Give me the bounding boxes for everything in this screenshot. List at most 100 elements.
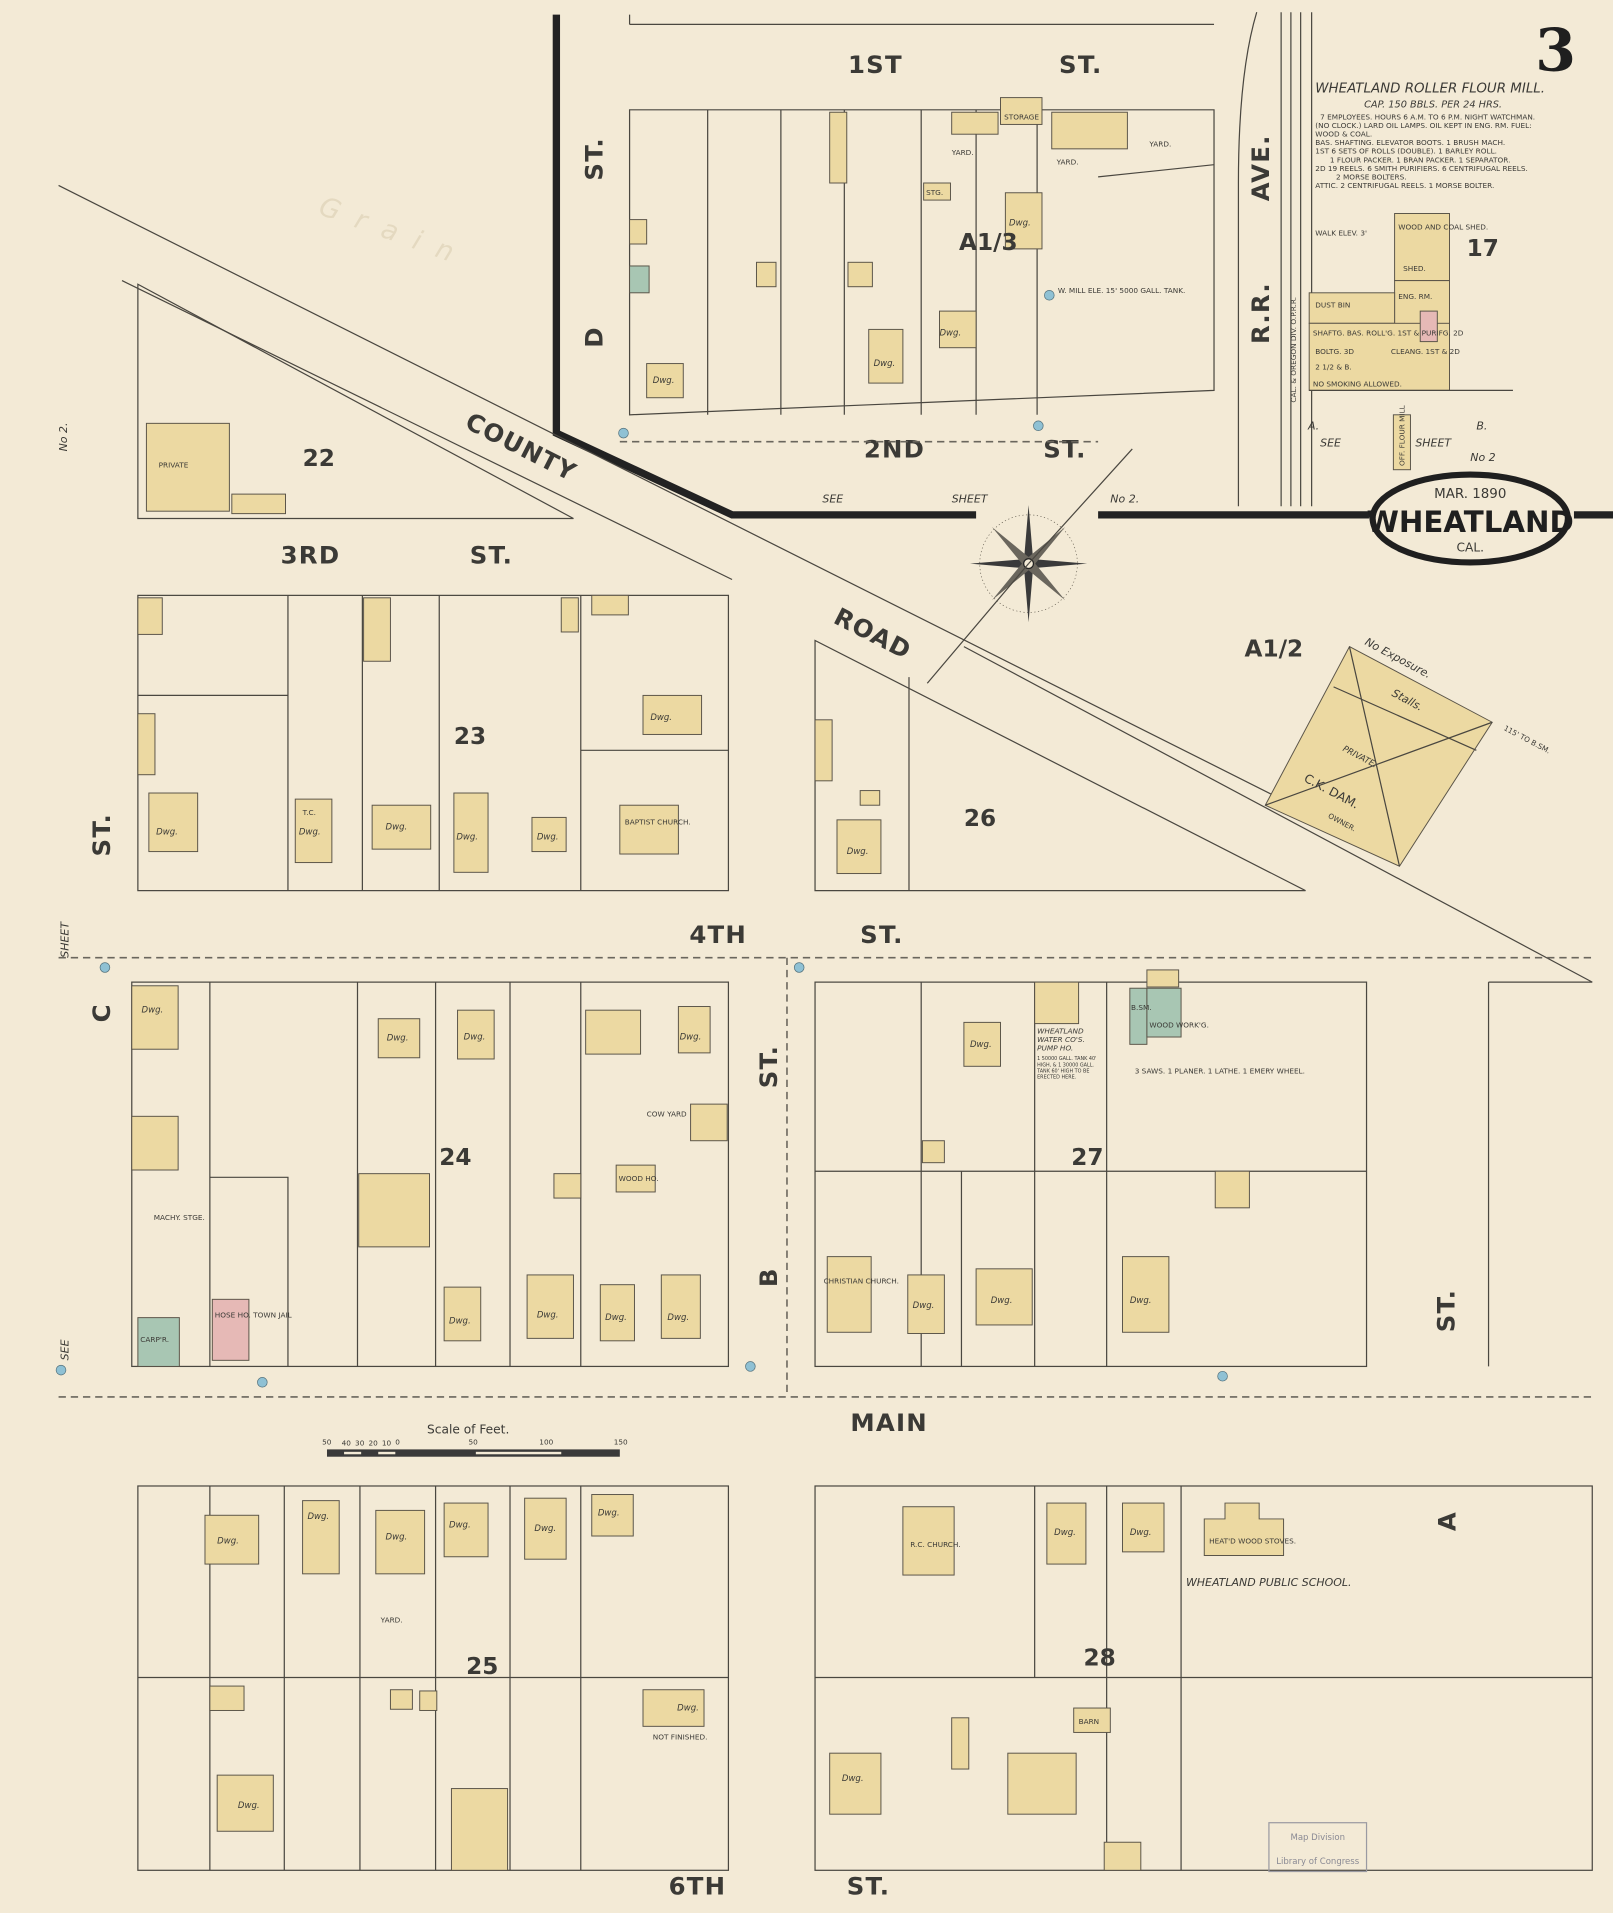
- mill-label: SHED.: [1403, 264, 1426, 273]
- hydrants: [55, 962, 1228, 1388]
- building-label: Dwg.: [874, 359, 896, 369]
- scale-tick: 150: [614, 1438, 628, 1447]
- shop-note: 3 SAWS. 1 PLANER. 1 LATHE. 1 EMERY WHEEL…: [1135, 1067, 1305, 1076]
- library-stamp: Map Division Library of Congress: [1268, 1822, 1368, 1873]
- building-label: Dwg.: [1054, 1528, 1076, 1538]
- street-3rd-suffix: ST.: [470, 541, 513, 570]
- block-number: 25: [466, 1653, 498, 1680]
- street-d: D: [580, 326, 609, 347]
- see-sheet-label: SEE: [1320, 437, 1341, 450]
- building-label: Dwg.: [142, 1006, 164, 1016]
- street-c-suffix: ST.: [87, 813, 116, 856]
- block-number: 17: [1467, 235, 1499, 262]
- building-label: Dwg.: [299, 827, 321, 837]
- see-sheet-label: No 2: [1470, 451, 1495, 464]
- mill-label: CLEANG. 1ST & 2D: [1391, 347, 1460, 356]
- see-sheet-label: A.: [1307, 419, 1319, 432]
- mill-label: 2 1/2 & B.: [1315, 363, 1351, 372]
- building-label: Dwg.: [939, 329, 961, 339]
- street-a: A: [1433, 1511, 1462, 1531]
- scale-tick: 40: [342, 1439, 352, 1448]
- building-label-stg: STG.: [926, 188, 943, 197]
- building-label: Dwg.: [913, 1301, 935, 1311]
- block-number: 22: [303, 445, 335, 472]
- street-2nd: 2ND: [864, 435, 925, 464]
- building-label: Dwg.: [970, 1040, 992, 1050]
- building-label: Dwg.: [217, 1536, 239, 1546]
- building-label: Dwg.: [1130, 1296, 1152, 1306]
- scale-tick: 30: [355, 1439, 365, 1448]
- building-label: Dwg.: [464, 1032, 486, 1042]
- mill-label: WOOD AND COAL SHED.: [1398, 222, 1488, 231]
- title-cartouche: MAR. 1890 WHEATLAND CAL.: [1367, 471, 1574, 566]
- scale-title: Scale of Feet.: [427, 1423, 509, 1437]
- mill-legend-line: (NO CLOCK.) LARD OIL LAMPS. OIL KEPT IN …: [1315, 121, 1531, 130]
- see-sheet-label: B.: [1476, 419, 1487, 432]
- railroad-tracks: [1237, 12, 1313, 507]
- block-number: A1/3: [959, 229, 1018, 256]
- mill-label: OFF. FLOUR MILL: [1397, 404, 1406, 466]
- state-name: CAL.: [1456, 540, 1484, 554]
- cow-yard-label: COW YARD: [647, 1109, 687, 1118]
- stable-private: Stalls. PRIVATE. C.K. DAM. OWNER. No Exp…: [1245, 635, 1552, 867]
- street-b: B: [754, 1267, 783, 1287]
- street-rr: R.R.: [1246, 282, 1275, 344]
- street-6th-suffix: ST.: [847, 1872, 890, 1901]
- mill-legend-line: ATTIC. 2 CENTRIFUGAL REELS. 1 MORSE BOLT…: [1315, 181, 1494, 190]
- building-label: Dwg.: [156, 827, 178, 837]
- mill-label: SHAFTG. BAS. ROLL'G. 1ST & PURIFG. 2D: [1313, 329, 1464, 338]
- building-label: STORAGE: [1004, 113, 1039, 122]
- scale-tick: 20: [368, 1439, 378, 1448]
- see-sheet-label: No 2.: [57, 423, 70, 452]
- see-sheet-label: SEE: [822, 493, 843, 506]
- mill-label: BOLTG. 3D: [1315, 347, 1354, 356]
- mill-legend-line: 2 MORSE BOLTERS.: [1336, 172, 1407, 181]
- building-label: Dwg.: [449, 1520, 471, 1530]
- sheet-number: 3: [1535, 16, 1576, 85]
- mill-legend-line: WOOD & COAL.: [1315, 130, 1372, 139]
- mill-legend-line: 1ST 6 SETS OF ROLLS (DOUBLE). 1 BARLEY R…: [1315, 147, 1497, 156]
- scale-tick: 10: [382, 1439, 392, 1448]
- block-number: A1/2: [1245, 635, 1304, 662]
- flour-mill-building: WOOD AND COAL SHED. SHED. ENG. RM. DUST …: [1308, 213, 1513, 471]
- machinery-label: MACHY. STGE.: [154, 1213, 205, 1222]
- building-label: Dwg.: [534, 1524, 556, 1534]
- see-sheet-label: SHEET: [952, 493, 989, 506]
- street-c: C: [87, 1003, 116, 1022]
- north-arrow-line: [1028, 448, 1133, 565]
- blacksmith-label: B.SM.: [1131, 1003, 1152, 1012]
- water-works-label: WHEATLAND WATER CO'S. PUMP HO.: [1037, 1027, 1085, 1053]
- mill-legend: WHEATLAND ROLLER FLOUR MILL. CAP. 150 BB…: [1315, 82, 1545, 190]
- mill-legend-line: 1 FLOUR PACKER. 1 BRAN PACKER. 1 SEPARAT…: [1330, 155, 1510, 164]
- street-2nd-suffix: ST.: [1043, 435, 1086, 464]
- baptist-church-label: BAPTIST CHURCH.: [625, 818, 691, 827]
- mill-legend-line: BAS. SHAFTING. ELEVATOR BOOTS. 1 BRUSH M…: [1315, 138, 1505, 147]
- street-3rd: 3RD: [281, 541, 341, 570]
- hydrant-icon: [1033, 420, 1044, 432]
- rc-church-label: R.C. CHURCH.: [910, 1540, 960, 1549]
- mill-label: DUST BIN: [1315, 300, 1350, 309]
- railroad-label: CAL. & OREGON DIV. O.P.R.R.: [1289, 297, 1298, 403]
- see-sheet-label: No 2.: [1110, 493, 1139, 506]
- building-label: Dwg.: [598, 1508, 620, 1518]
- building-label: Dwg.: [537, 832, 559, 842]
- mill-legend-line: 2D 19 REELS. 6 SMITH PURIFIERS. 6 CENTRI…: [1315, 164, 1528, 173]
- building-label: Dwg.: [238, 1801, 260, 1811]
- block-edge: [1487, 981, 1593, 1367]
- sheet-boundary-line: [552, 14, 977, 519]
- block-27: WHEATLAND WATER CO'S. PUMP HO. 1 50000 G…: [814, 969, 1368, 1368]
- block-number: 26: [964, 805, 996, 832]
- street-1st-suffix: ST.: [1059, 50, 1102, 79]
- street-4th: 4TH: [689, 920, 747, 949]
- block-number: 24: [439, 1144, 471, 1171]
- building-label: Dwg.: [386, 823, 408, 833]
- building-label: Dwg.: [605, 1313, 627, 1323]
- building-label: Dwg.: [456, 832, 478, 842]
- private-label: PRIVATE: [159, 460, 189, 469]
- windmill-tank-label: W. MILL ELE. 15' 5000 GALL. TANK.: [1058, 286, 1185, 295]
- town-name: WHEATLAND: [1367, 505, 1574, 539]
- building-label: Dwg.: [387, 1034, 409, 1044]
- block-number: 23: [454, 723, 486, 750]
- christian-church-label: CHRISTIAN CHURCH.: [824, 1276, 899, 1285]
